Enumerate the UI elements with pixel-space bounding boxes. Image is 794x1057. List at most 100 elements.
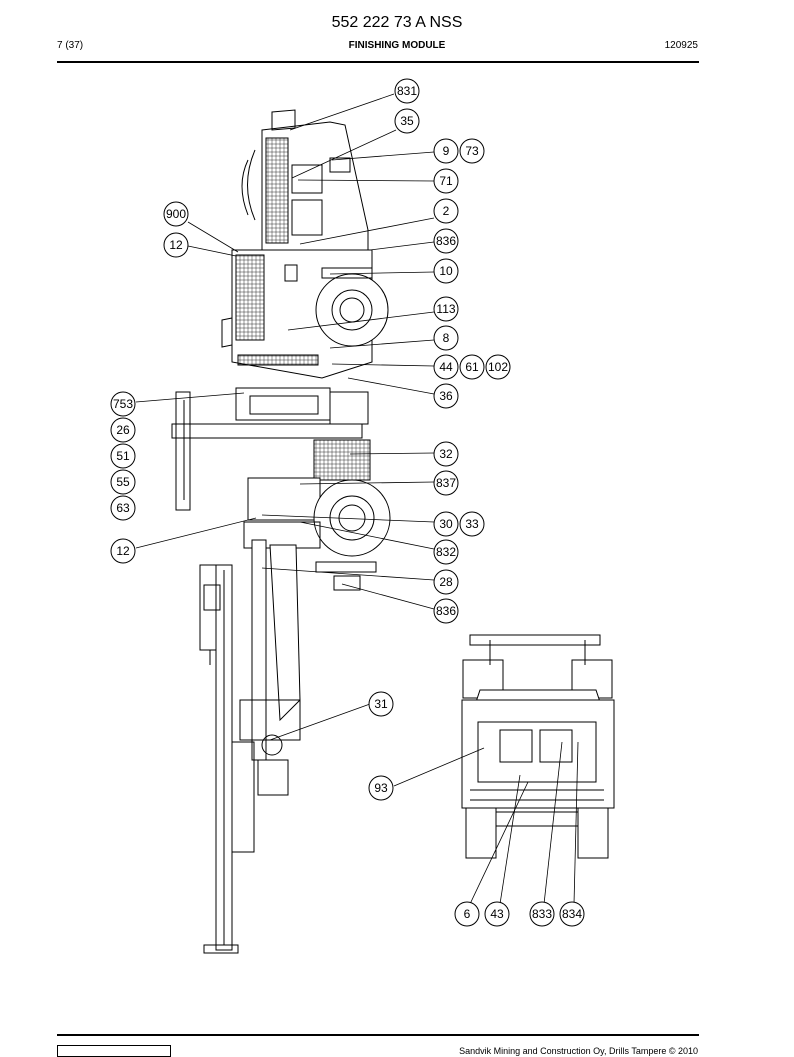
callout-circle (433, 325, 459, 351)
callout-63: 63 (110, 495, 136, 521)
callout-circle (459, 138, 485, 164)
callout-26: 26 (110, 417, 136, 443)
callout-8: 8 (433, 325, 459, 351)
callout-label: 31 (374, 697, 388, 711)
callout-circle (163, 201, 189, 227)
callout-circle (459, 511, 485, 537)
callout-label: 753 (113, 397, 133, 411)
callout-circle (110, 469, 136, 495)
callout-label: 36 (439, 389, 453, 403)
callout-label: 93 (374, 781, 388, 795)
callout-label: 836 (436, 604, 456, 618)
callout-label: 113 (436, 302, 455, 316)
document-number: 552 222 73 A NSS (331, 14, 463, 31)
callout-circle (559, 901, 585, 927)
callout-label: 9 (443, 144, 450, 158)
callout-circle (433, 539, 459, 565)
callout-circle (433, 441, 459, 467)
date-code: 120925 (664, 40, 698, 51)
callout-circle (433, 470, 459, 496)
callout-label: 35 (400, 114, 414, 128)
callout-32: 32 (433, 441, 459, 467)
callout-9: 9 (433, 138, 459, 164)
callout-circle (433, 228, 459, 254)
callout-circle (110, 417, 136, 443)
callout-circle (433, 168, 459, 194)
callout-900: 900 (163, 201, 189, 227)
callout-balloons: 831 35 9 73 71 900 2 12 836 10 113 8 44 61 102 36 753 26 5… (110, 78, 585, 927)
callout-label: 63 (116, 501, 130, 515)
callout-28: 28 (433, 569, 459, 595)
callout-61: 61 (459, 354, 485, 380)
callout-circle (433, 258, 459, 284)
callout-label: 6 (464, 907, 471, 921)
callout-837: 837 (433, 470, 459, 496)
callout-36: 36 (433, 383, 459, 409)
callout-label: 837 (436, 476, 456, 490)
callout-circle (110, 538, 136, 564)
callout-circle (110, 443, 136, 469)
callout-circle (433, 296, 459, 322)
callout-circle (485, 354, 511, 380)
callout-label: 102 (488, 360, 508, 374)
callout-44: 44 (433, 354, 459, 380)
callout-label: 832 (436, 545, 456, 559)
callout-51: 51 (110, 443, 136, 469)
callout-113: 113 (433, 296, 459, 322)
callout-circle (459, 354, 485, 380)
callout-label: 51 (116, 449, 130, 463)
callout-circle (433, 138, 459, 164)
callout-label: 10 (439, 264, 453, 278)
machine-rear-view (461, 634, 615, 859)
header-rule (57, 61, 699, 63)
leader-lines (135, 93, 579, 905)
callout-30: 30 (433, 511, 459, 537)
callout-753: 753 (110, 391, 136, 417)
callout-label: 831 (397, 84, 417, 98)
callout-circle (433, 198, 459, 224)
callout-label: 12 (169, 238, 183, 252)
callout-label: 26 (116, 423, 130, 437)
machine-side-view (171, 109, 391, 954)
callout-circle (368, 775, 394, 801)
callout-label: 73 (465, 144, 479, 158)
footer-copyright: Sandvik Mining and Construction Oy, Dril… (459, 1046, 698, 1056)
callout-circle (110, 495, 136, 521)
callout-label: 12 (116, 544, 130, 558)
callout-834: 834 (559, 901, 585, 927)
callout-circle (394, 108, 420, 134)
callout-circle (433, 569, 459, 595)
callout-label: 28 (439, 575, 453, 589)
callout-12: 12 (110, 538, 136, 564)
callout-circle (368, 691, 394, 717)
callout-circle (163, 232, 189, 258)
callout-label: 836 (436, 234, 456, 248)
callout-label: 8 (443, 331, 450, 345)
callout-43: 43 (484, 901, 510, 927)
callout-label: 71 (439, 174, 453, 188)
callout-35: 35 (394, 108, 420, 134)
callout-2: 2 (433, 198, 459, 224)
callout-71: 71 (433, 168, 459, 194)
callout-label: 43 (490, 907, 504, 921)
callout-circle (394, 78, 420, 104)
callout-circle (454, 901, 480, 927)
callout-836: 836 (433, 598, 459, 624)
page-number: 7 (37) (57, 40, 84, 51)
callout-label: 900 (166, 207, 186, 221)
callout-836: 836 (433, 228, 459, 254)
callout-label: 30 (439, 517, 453, 531)
callout-label: 55 (116, 475, 130, 489)
callout-circle (433, 511, 459, 537)
callout-circle (433, 383, 459, 409)
callout-label: 61 (465, 360, 479, 374)
callout-circle (433, 598, 459, 624)
callout-102: 102 (485, 354, 511, 380)
callout-831: 831 (394, 78, 420, 104)
footer-rule (57, 1034, 699, 1036)
callout-832: 832 (433, 539, 459, 565)
callout-label: 32 (439, 447, 453, 461)
callout-circle (110, 391, 136, 417)
callout-55: 55 (110, 469, 136, 495)
